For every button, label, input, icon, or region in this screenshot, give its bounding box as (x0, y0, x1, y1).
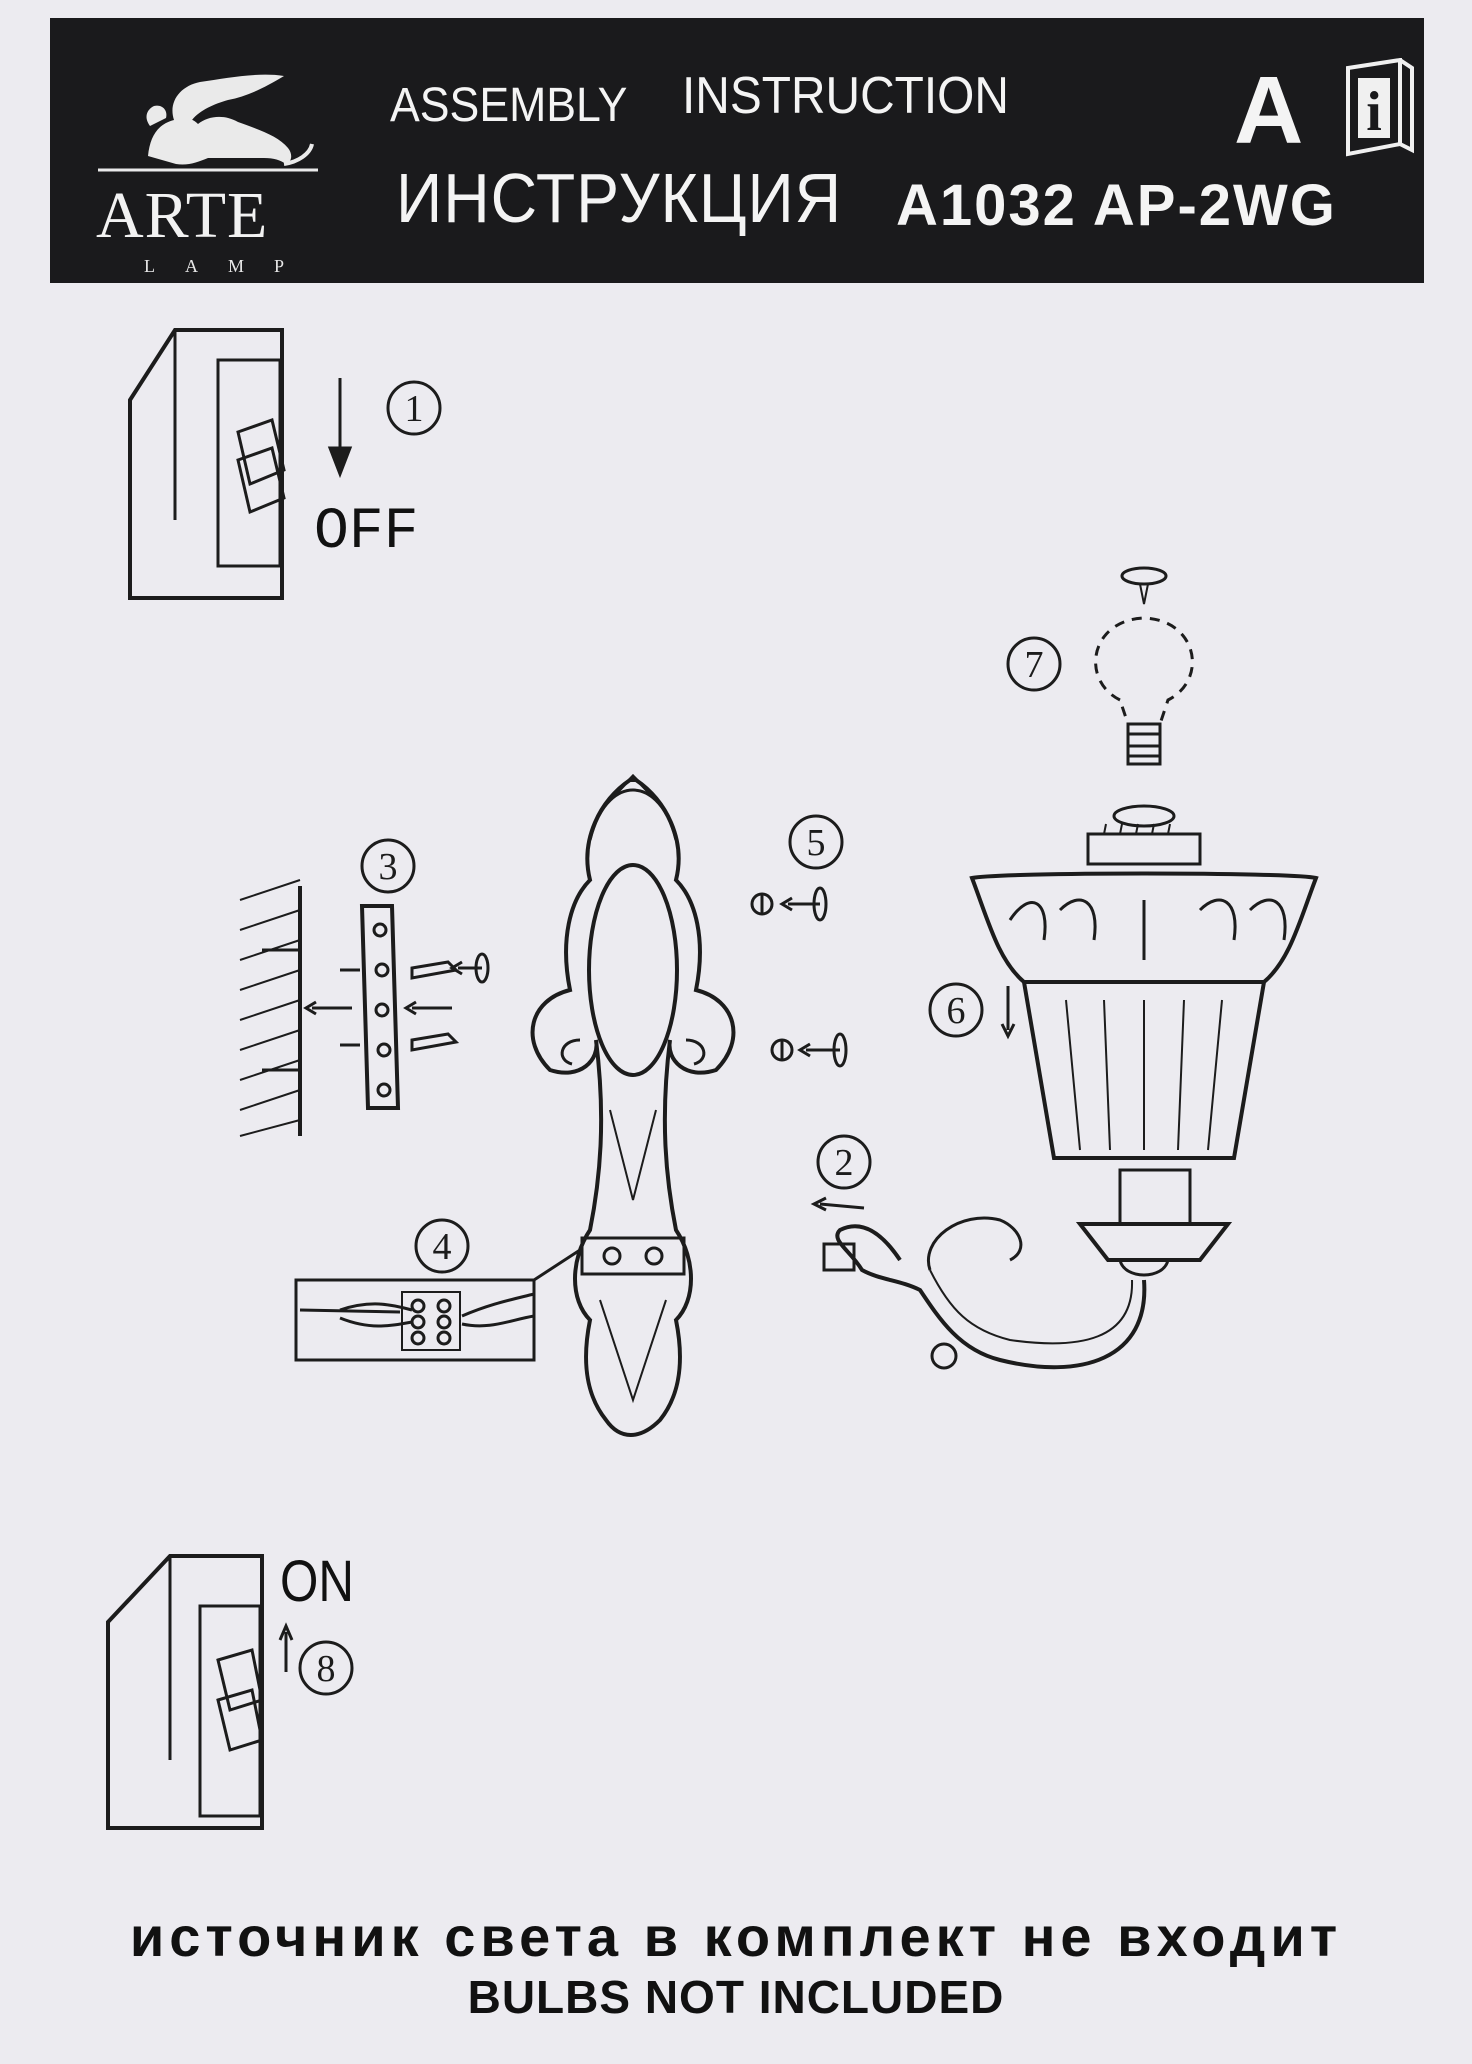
footer-notice-english: BULBS NOT INCLUDED (467, 1971, 1005, 2023)
step-7-number: 7 (1025, 644, 1044, 686)
arrow-up-icon (278, 1622, 294, 1672)
title-instruction: INSTRUCTION (682, 67, 1009, 125)
brand-logo: ARTE LAMP (88, 66, 328, 281)
lamp-arm (822, 1168, 1233, 1370)
footer-notice-russian: источник света в комплект не входит (129, 1905, 1343, 1968)
book-info-icon: i (1346, 58, 1414, 157)
step-5-circle (788, 814, 844, 870)
switch-off-label: OFF (314, 500, 419, 565)
wall-switch-off (128, 328, 286, 600)
info-glyph: i (1366, 81, 1382, 143)
wiring-terminal-box (294, 1248, 581, 1362)
arrow-down-icon (1000, 986, 1016, 1040)
step-2-circle (816, 1134, 872, 1190)
step-8-number: 8 (317, 1648, 336, 1690)
glass-shade (969, 871, 1319, 1160)
griffin-logo-icon (98, 74, 318, 172)
step-7-circle (1006, 636, 1062, 692)
mounting-plate (359, 904, 401, 1110)
step-3-number: 3 (379, 846, 398, 888)
energy-grade: A (1234, 57, 1304, 164)
step-markers: 1 2 3 4 5 6 7 8 (298, 380, 1062, 1696)
model-number: A1032 AP-2WG (896, 173, 1337, 238)
step-6-circle (928, 982, 984, 1038)
wall-section (239, 879, 302, 1137)
arrows-left (303, 960, 482, 1016)
step-8-circle (298, 1640, 354, 1696)
step-4-number: 4 (433, 1226, 452, 1268)
screw-icon (340, 960, 460, 1052)
brand-name: ARTE (96, 179, 269, 252)
wall-switch-on (106, 1554, 264, 1830)
step-1-circle (386, 380, 442, 436)
bulb-icon (1094, 566, 1194, 766)
title-assembly: ASSEMBLY (390, 79, 628, 132)
switch-on-label: ON (280, 1549, 354, 1614)
wall-backplate (530, 773, 736, 1437)
step-3-circle (360, 838, 416, 894)
step-6-number: 6 (947, 990, 966, 1032)
step-4-circle (414, 1218, 470, 1274)
header-banner: ARTE LAMP ASSEMBLY INSTRUCTION ИНСТРУКЦИ… (50, 18, 1424, 283)
cap-nut-icon (750, 886, 848, 1068)
step-2-number: 2 (835, 1142, 854, 1184)
arrow-left-icon (810, 1196, 865, 1212)
step-5-number: 5 (807, 822, 826, 864)
arrow-down-icon (327, 378, 353, 479)
rotate-arrow-icon (474, 952, 490, 984)
step-1-number: 1 (405, 388, 424, 430)
title-russian: ИНСТРУКЦИЯ (396, 159, 843, 237)
brand-subtitle: LAMP (144, 256, 315, 276)
lamp-holder (1086, 804, 1202, 866)
